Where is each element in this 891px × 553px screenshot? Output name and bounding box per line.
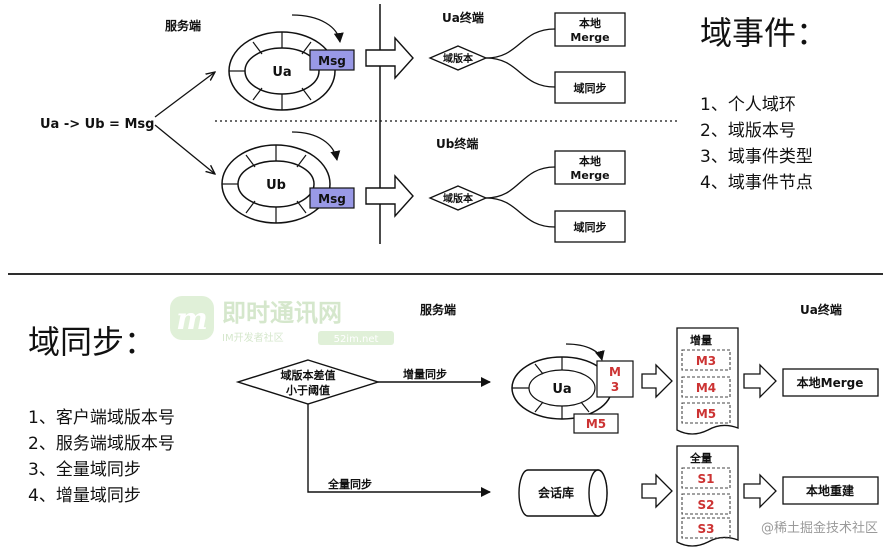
ua-ring-bottom-label: Ua	[552, 382, 571, 397]
ua-bottom-curved-arrow	[565, 343, 605, 361]
incr-item-3: M5	[696, 407, 716, 421]
brand-logo-letter: m	[176, 302, 208, 337]
connector-ub-merge	[485, 166, 556, 199]
brand-url: 52im.net	[334, 334, 379, 345]
domain-event-item-1: 1、个人域环	[700, 95, 796, 115]
block-arrow-ua	[365, 36, 414, 80]
local-merge-box-ua	[554, 12, 626, 47]
brand-watermark: m 即时通讯网 IM开发者社区 52im.net	[170, 296, 394, 345]
local-merge-box-bottom	[782, 368, 879, 397]
domain-sync-item-1: 1、客户端域版本号	[28, 408, 175, 428]
full-item-3: S3	[698, 522, 715, 536]
ub-domain-ring	[221, 144, 331, 224]
ua-msg-tag-label: Msg	[318, 54, 346, 68]
ub-curved-arrow	[291, 131, 341, 161]
local-rebuild-box-label: 本地重建	[806, 483, 855, 498]
domain-event-item-4: 4、域事件节点	[700, 173, 813, 193]
m5-tag-label: M5	[586, 417, 606, 431]
block-arrow-to-rebuild	[743, 473, 777, 509]
block-arrow-to-full-doc	[641, 473, 673, 509]
domain-sync-box-ua-label: 域同步	[574, 81, 607, 95]
brand-logo-badge	[170, 296, 214, 340]
m3-tag	[596, 360, 634, 398]
domain-sync-title: 域同步：	[28, 323, 156, 361]
brand-name: 即时通讯网	[222, 299, 342, 327]
incr-item-1: M3	[696, 354, 716, 368]
connector-ub-sync	[485, 197, 556, 228]
msg-expression: Ua -> Ub = Msg	[40, 117, 154, 132]
ub-msg-tag-label: Msg	[318, 192, 346, 206]
domain-sync-item-4: 4、增量域同步	[28, 486, 141, 506]
full-item-box-2	[681, 493, 731, 515]
block-arrow-ub	[365, 174, 414, 218]
incr-item-box-1	[681, 349, 731, 371]
full-item-box-3	[681, 517, 731, 539]
incremental-doc	[676, 327, 739, 435]
full-sync-arrow	[307, 404, 491, 497]
ub-ring-label: Ub	[266, 178, 286, 193]
domain-version-diamond-ub-label: 域版本	[443, 192, 474, 205]
local-merge-box-ub-line1: 本地	[579, 154, 601, 168]
domain-event-item-3: 3、域事件类型	[700, 147, 813, 167]
arrow-to-ub	[154, 124, 215, 174]
session-db-label: 会话库	[538, 485, 574, 500]
incr-item-box-3	[681, 402, 731, 424]
ua-curved-arrow	[291, 14, 344, 43]
ua-terminal-label-bottom: Ua终端	[800, 302, 842, 317]
incr-item-box-2	[681, 376, 731, 398]
full-item-1: S1	[698, 472, 715, 486]
version-diff-diamond	[235, 359, 381, 405]
local-merge-box-ua-line2: Merge	[570, 31, 609, 44]
brand-subtitle: IM开发者社区	[222, 331, 284, 344]
ub-terminal-label-top: Ub终端	[436, 136, 478, 151]
full-item-box-1	[681, 467, 731, 489]
version-diff-diamond-line1: 域版本差值	[281, 368, 336, 382]
incr-item-2: M4	[696, 381, 716, 395]
domain-sync-item-2: 2、服务端域版本号	[28, 434, 175, 454]
ub-msg-tag	[309, 187, 355, 209]
incremental-sync-label: 增量同步	[403, 367, 447, 381]
full-doc-title: 全量	[689, 451, 712, 465]
domain-version-diamond-ua	[428, 45, 488, 71]
brand-url-badge	[318, 331, 394, 345]
m5-tag	[573, 413, 619, 434]
ua-ring-label: Ua	[272, 65, 291, 80]
domain-sync-box-ub	[554, 210, 626, 243]
local-merge-box-ua-line1: 本地	[579, 16, 601, 30]
connector-ua-merge	[485, 28, 556, 59]
block-arrow-to-merge	[743, 363, 777, 399]
local-merge-box-ub	[554, 150, 626, 185]
domain-sync-box-ua	[554, 71, 626, 104]
ua-domain-ring-bottom	[511, 356, 613, 420]
corner-watermark: @稀土掘金技术社区	[761, 520, 878, 536]
domain-event-item-2: 2、域版本号	[700, 121, 796, 141]
local-merge-box-bottom-label: 本地Merge	[797, 375, 864, 390]
m3-tag-line2: 3	[611, 380, 619, 394]
incremental-doc-title: 增量	[690, 333, 712, 347]
connector-ua-sync	[485, 57, 556, 88]
m3-tag-line1: M	[609, 365, 621, 379]
local-merge-box-ub-line2: Merge	[570, 169, 609, 182]
session-db-cylinder	[518, 469, 608, 517]
ua-domain-ring	[228, 31, 336, 111]
full-doc	[676, 445, 739, 547]
domain-event-title: 域事件：	[700, 14, 828, 52]
arrow-to-ua	[154, 72, 215, 118]
full-item-2: S2	[698, 498, 715, 512]
domain-sync-item-3: 3、全量域同步	[28, 460, 141, 480]
ua-terminal-label-top: Ua终端	[442, 10, 484, 25]
domain-version-diamond-ua-label: 域版本	[443, 52, 474, 65]
full-sync-label: 全量同步	[327, 477, 372, 491]
local-rebuild-box	[782, 476, 879, 505]
server-label-bottom: 服务端	[420, 302, 456, 317]
ua-msg-tag	[309, 49, 355, 71]
block-arrow-to-incr-doc	[641, 363, 673, 399]
domain-sync-box-ub-label: 域同步	[574, 220, 607, 234]
server-label-top: 服务端	[165, 18, 201, 33]
domain-version-diamond-ub	[428, 185, 488, 211]
version-diff-diamond-line2: 小于阈值	[285, 383, 330, 397]
